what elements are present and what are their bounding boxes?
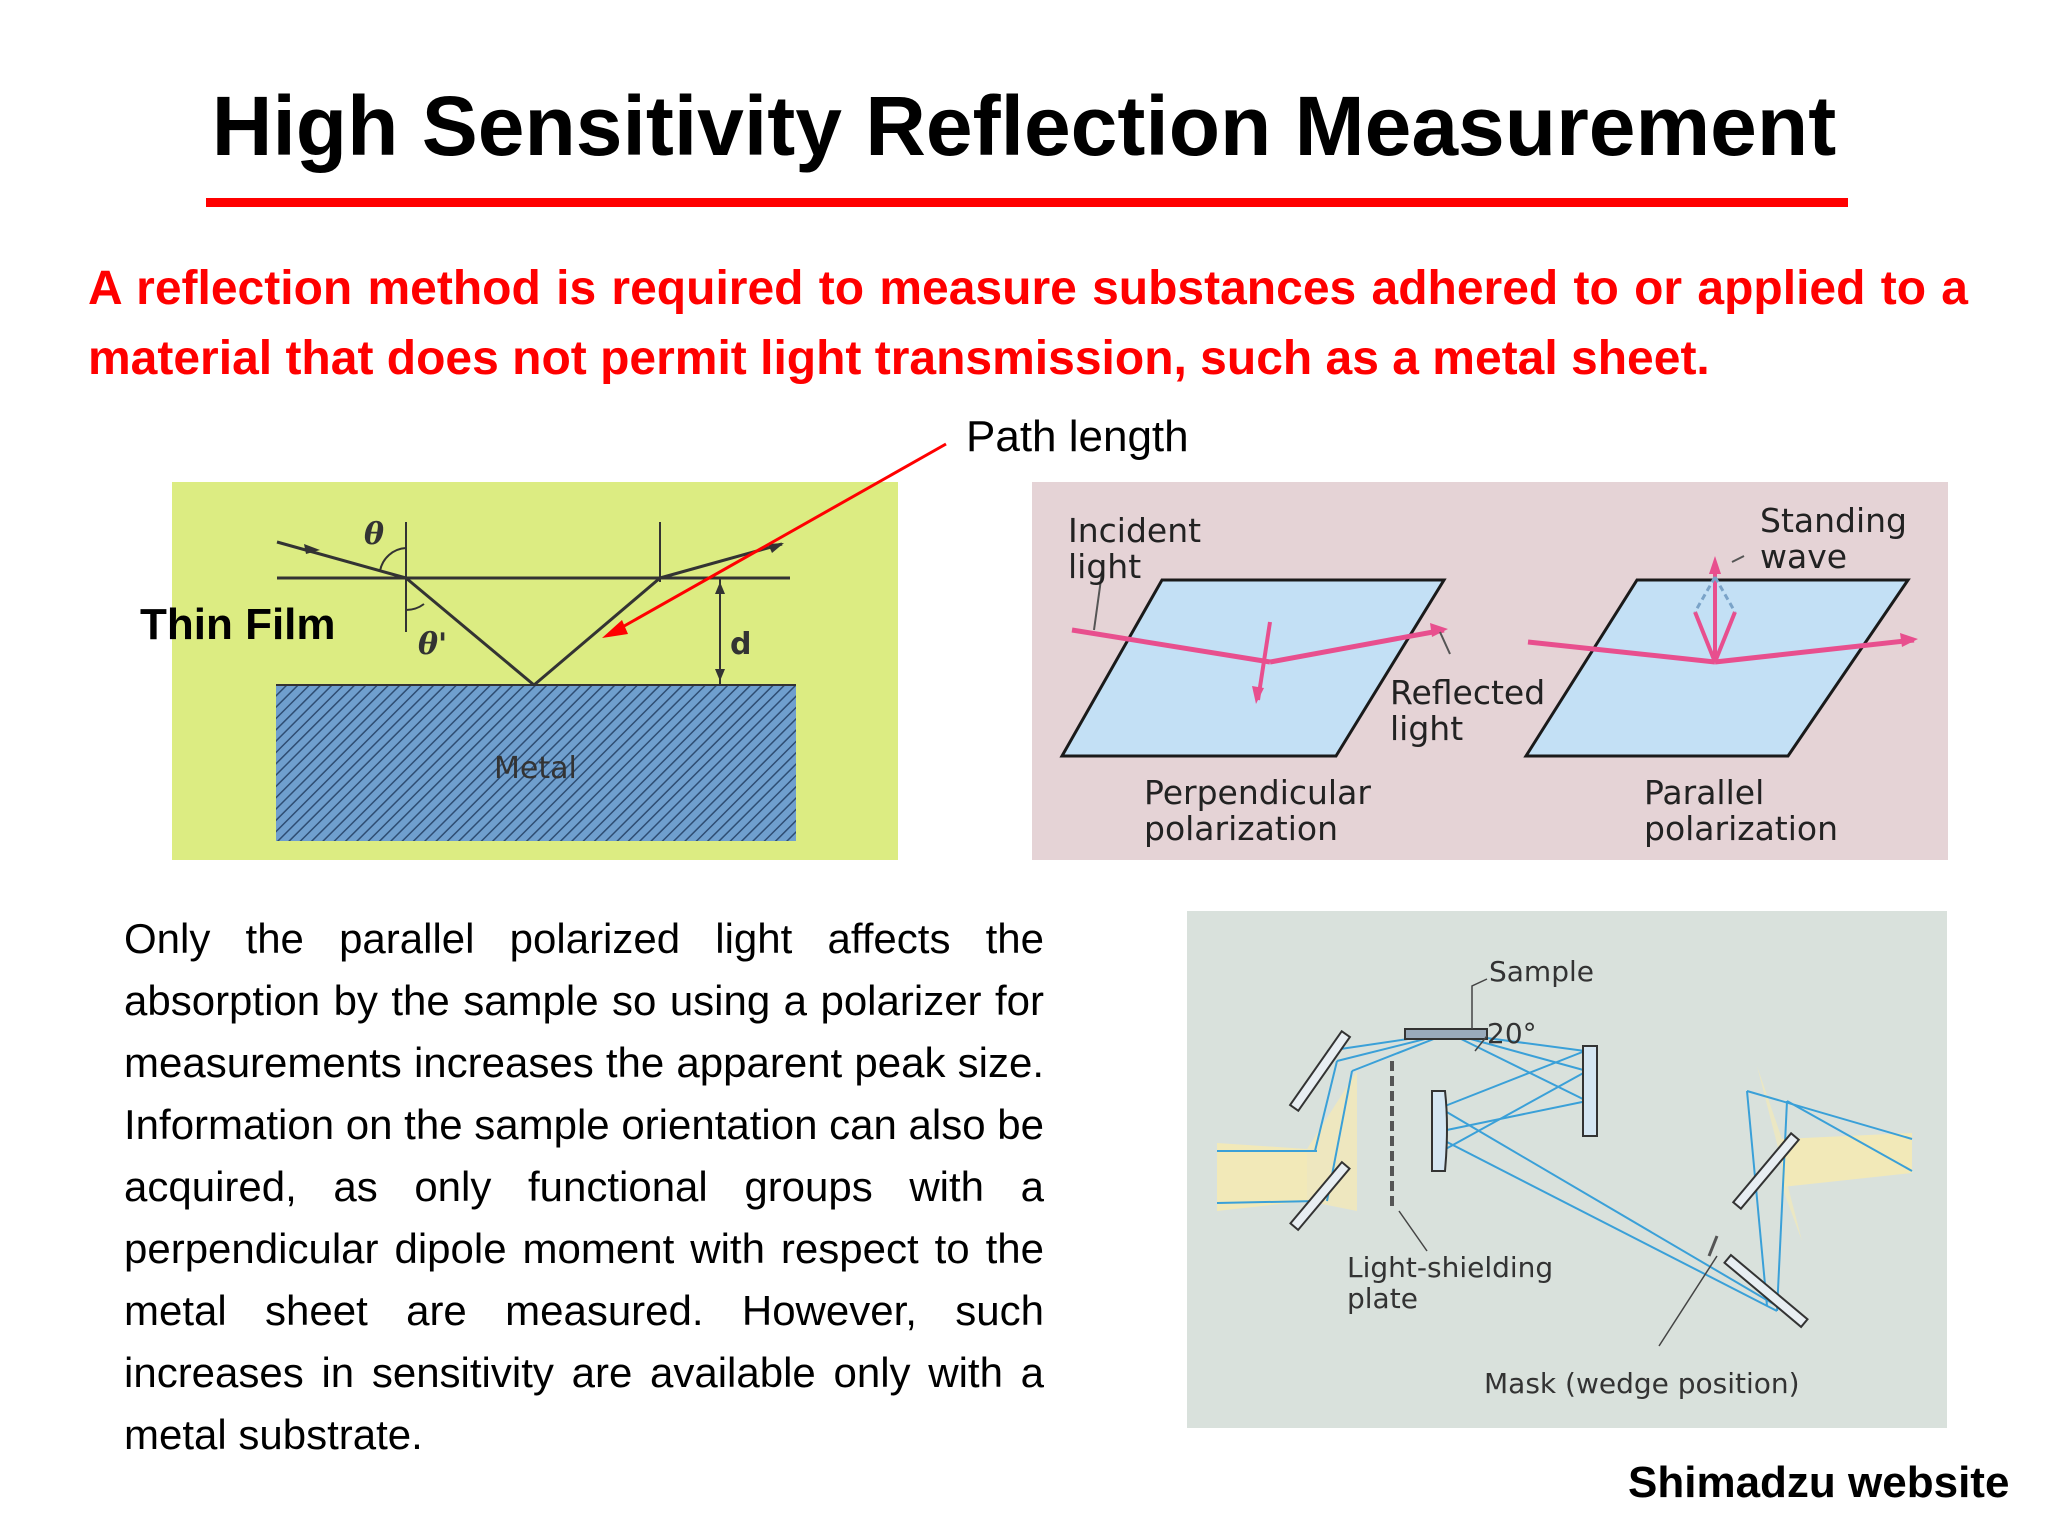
slide-title: High Sensitivity Reflection Measurement bbox=[211, 79, 1837, 173]
thin-film-label: Thin Film bbox=[140, 600, 336, 649]
standing-label-2: wave bbox=[1760, 537, 1847, 576]
thin-film-svg: θ θ' d Metal bbox=[276, 517, 796, 841]
input-beam bbox=[1217, 1143, 1307, 1211]
theta-label: θ bbox=[364, 517, 384, 552]
perpendicular-label-1: Perpendicular bbox=[1144, 773, 1371, 812]
source-credit: Shimadzu website bbox=[1628, 1458, 2010, 1507]
body-paragraph: Only the parallel polarized light affect… bbox=[124, 915, 1044, 1458]
angle-label: 20° bbox=[1487, 1017, 1537, 1050]
optics-svg: Sample 20° Light-shielding plate Mask (w… bbox=[1216, 955, 1913, 1400]
mask-label: Mask (wedge position) bbox=[1484, 1367, 1800, 1400]
sample-plate bbox=[1404, 1028, 1488, 1040]
perpendicular-label-2: polarization bbox=[1144, 809, 1338, 848]
standing-label-1: Standing bbox=[1760, 501, 1907, 540]
reflected-label-2: light bbox=[1390, 709, 1463, 748]
reflected-label-1: Reflected bbox=[1390, 673, 1545, 712]
sample-label: Sample bbox=[1489, 955, 1594, 988]
theta-prime-label: θ' bbox=[418, 627, 447, 662]
plate-perpendicular bbox=[1059, 578, 1447, 758]
slide-subtitle: A reflection method is required to measu… bbox=[88, 262, 1968, 385]
d-label: d bbox=[730, 627, 751, 662]
thin-film-diagram: θ θ' d Metal bbox=[172, 482, 898, 860]
polarization-diagram: Incident light Standing wave Reflected l… bbox=[1032, 482, 1948, 860]
parallel-label-2: polarization bbox=[1644, 809, 1838, 848]
plate-parallel bbox=[1523, 578, 1911, 758]
metal-label: Metal bbox=[494, 751, 577, 786]
polarization-svg: Incident light Standing wave Reflected l… bbox=[1059, 501, 1918, 848]
path-length-label: Path length bbox=[966, 412, 1189, 461]
optics-diagram: Sample 20° Light-shielding plate Mask (w… bbox=[1187, 911, 1947, 1428]
shielding-label-2: plate bbox=[1347, 1282, 1418, 1315]
incident-label-2: light bbox=[1068, 547, 1141, 586]
shielding-label-1: Light-shielding bbox=[1347, 1251, 1553, 1284]
incident-label-1: Incident bbox=[1068, 511, 1201, 550]
output-beam bbox=[1782, 1133, 1912, 1187]
title-underline bbox=[206, 198, 1848, 207]
metal-substrate bbox=[276, 685, 796, 841]
parallel-label-1: Parallel bbox=[1644, 773, 1764, 812]
